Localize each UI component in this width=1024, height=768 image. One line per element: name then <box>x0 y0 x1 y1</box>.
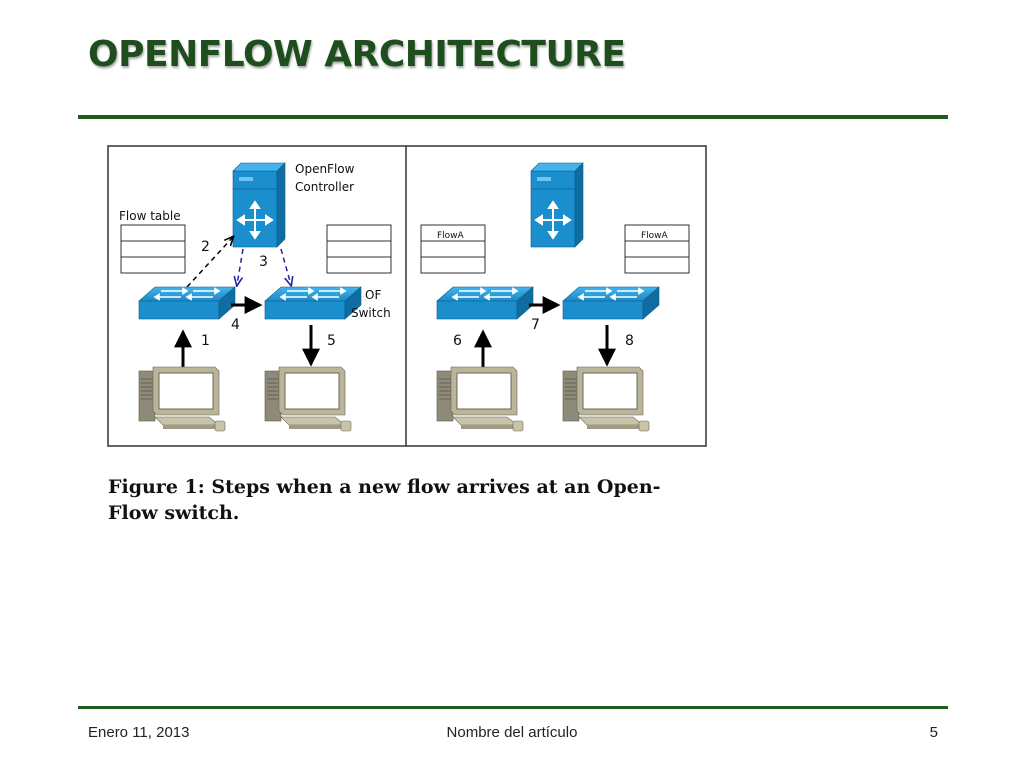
switch-icon-2 <box>264 286 362 320</box>
step-3-arrow-left-icon <box>237 248 244 285</box>
switch-icon-4 <box>562 286 660 320</box>
step-6-label: 6 <box>453 333 462 349</box>
controller-server-icon-right <box>530 162 584 248</box>
step-5-label: 5 <box>327 333 336 349</box>
footer-divider <box>78 706 948 709</box>
caption-line-2: Flow switch. <box>108 502 240 524</box>
flow-entry-left: FlowA <box>437 231 465 241</box>
step-7-label: 7 <box>531 317 540 333</box>
flow-table-label: Flow table <box>119 209 181 223</box>
footer-date: Enero 11, 2013 <box>88 724 190 741</box>
switch-label-1: OF <box>365 288 381 302</box>
flow-entry-right: FlowA <box>641 231 669 241</box>
step-2-label: 2 <box>201 239 210 255</box>
title-divider <box>78 115 948 119</box>
flow-table-icon <box>120 224 186 274</box>
step-4-label: 4 <box>231 317 240 333</box>
slide-title: OPENFLOW ARCHITECTURE <box>88 34 626 75</box>
step-3-arrow-right-icon <box>280 248 291 285</box>
figure-caption: Figure 1: Steps when a new flow arrives … <box>108 474 708 526</box>
controller-label-1: OpenFlow <box>295 162 355 176</box>
controller-label-2: Controller <box>295 180 354 194</box>
switch-icon-1 <box>138 286 236 320</box>
step-8-label: 8 <box>625 333 634 349</box>
step-1-label: 1 <box>201 333 210 349</box>
openflow-figure: OpenFlow Controller Flow table 2 3 OF Sw… <box>107 145 707 447</box>
footer-article: Nombre del artículo <box>446 724 578 741</box>
switch-label-2: Switch <box>351 306 391 320</box>
footer-page-number: 5 <box>929 724 938 741</box>
switch-icon-3 <box>436 286 534 320</box>
flow-table-icon-right <box>326 224 392 274</box>
step-2-arrow-icon <box>186 237 233 288</box>
controller-server-icon <box>232 162 286 248</box>
caption-line-1: Figure 1: Steps when a new flow arrives … <box>108 476 661 498</box>
step-3-label: 3 <box>259 254 268 270</box>
